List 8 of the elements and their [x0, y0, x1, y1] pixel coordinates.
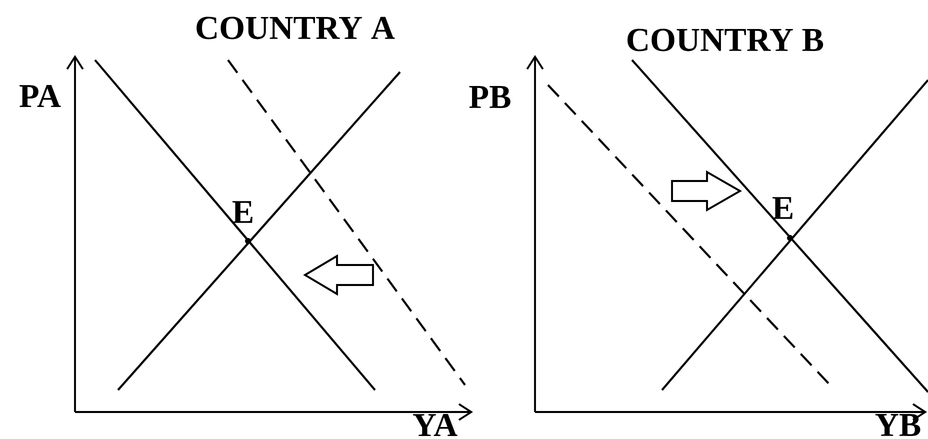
panel-title: COUNTRY A	[196, 16, 395, 40]
point-label: E	[772, 197, 792, 219]
axis-label: PB	[469, 86, 510, 108]
point-label: E	[232, 201, 252, 223]
axis-label: YB	[875, 414, 920, 436]
panel-title: COUNTRY B	[628, 28, 824, 52]
axis-label: PA	[20, 85, 61, 108]
axis-label: YA	[413, 414, 458, 436]
